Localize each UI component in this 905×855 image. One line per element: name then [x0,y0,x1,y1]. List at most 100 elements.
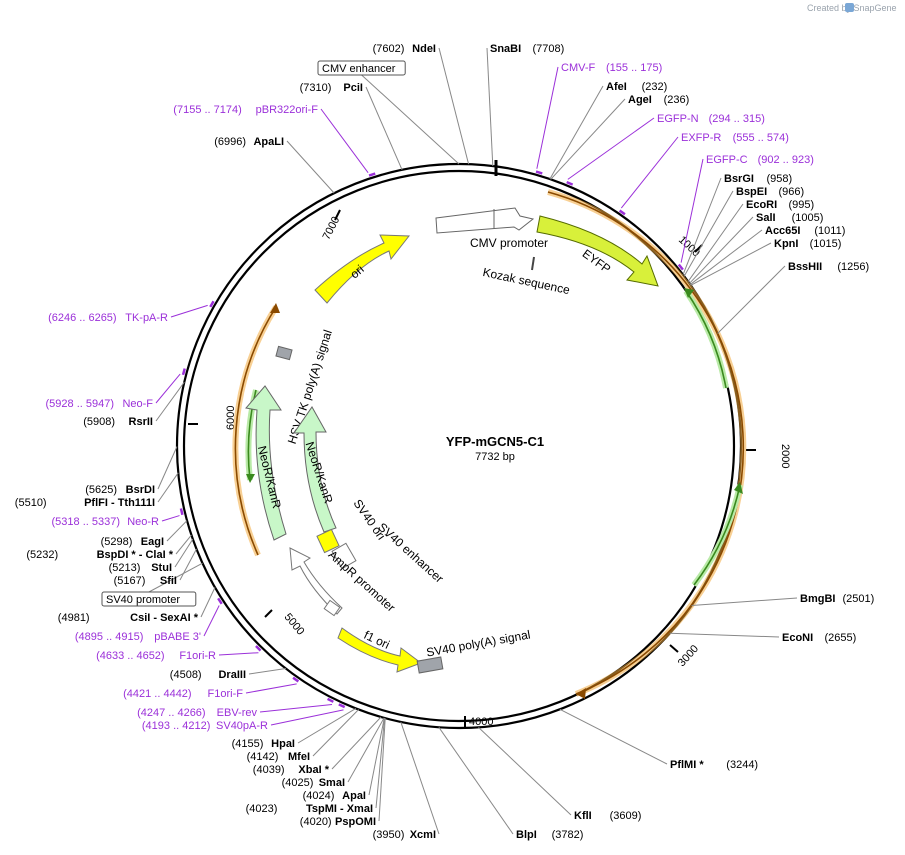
orf-green-3 [247,389,257,481]
neo-f-name: Neo-F [122,398,153,410]
bsrgi-position: (958) [767,173,793,185]
bspdi-position: (5232) [26,549,58,561]
apali-position: (6996) [214,136,246,148]
backbone-inner-ring [182,169,736,723]
draiii-leader [248,668,286,675]
site-bspdi[interactable]: (5232) BspDI * - ClaI * [26,549,173,561]
acc65i-position: (1011) [814,225,845,237]
primer-labels: (155 .. 175)CMV-F(294 .. 315)EGFP-N(555 … [46,62,814,732]
site-rsrii[interactable]: (5908)RsrII [83,416,153,428]
site-bsshii[interactable]: (1256)BssHII [788,261,869,273]
pcii-leader [365,86,403,171]
afei-leader [549,85,604,180]
site-hpai[interactable]: (4155)HpaI [232,738,295,750]
bspdi-name: BspDI * - ClaI * [97,549,174,561]
svg-text:3000: 3000 [676,643,701,669]
neo-r-range: (5318 .. 5337) [52,516,121,528]
egfp-c-marker [677,263,684,271]
restriction-sites: (7602)NdeI (7708)SnaBI CMV enhancer (7310)P… [15,43,874,841]
site-bspei[interactable]: (966)BspEI [736,186,804,198]
site-ecori[interactable]: (995)EcoRI [746,199,814,211]
orf-arc-left-arrowhead [270,303,280,313]
cmv-enhancer-box-leader [361,74,460,165]
primer-f1ori-f[interactable]: (4421 .. 4442)F1ori-F [123,676,300,700]
site-bmgbi[interactable]: (2501)BmgBI [800,593,874,605]
site-xbai[interactable]: (4039)XbaI * [253,764,330,776]
site-eagi[interactable]: (5298)EagI [101,536,164,548]
ecori-position: (995) [789,199,815,211]
site-pflfi[interactable]: (5510)PflFI - Tth111I [15,497,155,509]
site-acc65i[interactable]: (1011) Acc65I [765,225,845,237]
site-mfei[interactable]: (4142)MfeI [247,751,310,763]
site-smai[interactable]: (4025)SmaI [282,777,345,789]
site-ndei[interactable]: (7602)NdeI [373,43,436,55]
primer-pbabe-3[interactable]: (4895 .. 4915)pBABE 3' [75,597,223,643]
primer-exfp-r[interactable]: (555 .. 574)EXFP-R [618,132,789,216]
site-agei[interactable]: (236)AgeI [628,94,689,106]
pbabe-3-name: pBABE 3' [154,631,201,643]
site-xcmi[interactable]: (3950)XcmI [373,829,436,841]
site-csii[interactable]: (4981)CsiI - SexAI * [58,612,199,624]
sv40-promoter-box-label: SV40 promoter [106,594,180,606]
orf-green-1-arrowhead [684,288,694,298]
sv40pa-r-range: (4193 .. 4212) [142,720,211,732]
site-cmv-enhancer-box[interactable]: CMV enhancer [317,60,406,76]
apai-name: ApaI [342,790,366,802]
site-pflmi[interactable]: (3244)PflMI * [670,759,758,771]
feature-ampr-promoter: AmpR promoter [289,547,398,615]
site-sali[interactable]: (1005)SalI [756,212,823,224]
ampr-box [323,599,341,617]
sv40pa-r-leader [270,709,344,726]
sv40-promoter-box-box [101,591,197,607]
primer-ebv-rev[interactable]: (4247 .. 4266)EBV-rev [137,697,334,719]
pflmi-name: PflMI * [670,759,704,771]
site-draiii[interactable]: (4508)DraIII [170,669,246,681]
bsrdi-name: BsrDI [126,484,155,496]
xcmi-name: XcmI [410,829,436,841]
site-sv40-promoter-box[interactable]: SV40 promoter [101,591,197,607]
site-econi[interactable]: (2655)EcoNI [782,632,856,644]
mfei-position: (4142) [247,751,279,763]
site-pspomi[interactable]: (4020)PspOMI [300,816,376,828]
site-stui[interactable]: (5213) StuI [109,562,172,574]
stui-position: (5213) [109,562,141,574]
feature-eyfp: EYFP [536,215,659,287]
f1ori-f-marker [292,676,300,683]
f1ori-f-range: (4421 .. 4442) [123,688,192,700]
svg-text:2000: 2000 [779,444,791,468]
neo-f-marker [181,368,186,376]
acc65i-name: Acc65I [765,225,800,237]
pflfi-position: (5510) [15,497,47,509]
primer-egfp-c[interactable]: (902 .. 923)EGFP-C [677,154,814,271]
site-apai[interactable]: (4024) ApaI [303,790,366,802]
site-kpni[interactable]: (1015)KpnI [774,238,841,250]
orf-green-1 [685,290,727,389]
primer-pbr322ori-f[interactable]: (7155 .. 7174)pBR322ori-F [173,104,376,177]
egfp-c-leader [680,158,704,263]
site-blpi[interactable]: (3782)BlpI [516,829,583,841]
primer-tk-pa-r[interactable]: (6246 .. 6265)TK-pA-R [48,300,215,324]
site-apali[interactable]: (6996)ApaLI [214,136,284,148]
site-sfii[interactable]: (5167)SfiI [114,575,177,587]
primer-neo-f[interactable]: (5928 .. 5947)Neo-F [46,368,186,410]
cmv-f-name: CMV-F [561,62,596,74]
cmv-promoter-label: CMV promoter [470,236,548,250]
site-pcii[interactable]: (7310)PciI [300,82,363,94]
stui-name: StuI [151,562,172,574]
apai-position: (4024) [303,790,335,802]
site-afei[interactable]: (232)AfeI [606,81,667,93]
site-bsrdi[interactable]: (5625)BsrDI [85,484,155,496]
primer-f1ori-r[interactable]: (4633 .. 4652)F1ori-R [96,645,262,662]
sfii-position: (5167) [114,575,146,587]
primer-egfp-n[interactable]: (294 .. 315)EGFP-N [566,113,765,186]
primer-cmv-f[interactable]: (155 .. 175)CMV-F [535,62,662,175]
primer-sv40pa-r[interactable]: (4193 .. 4212)SV40pA-R [142,703,346,732]
site-bsrgi[interactable]: (958)BsrGI [724,173,792,185]
site-snabi[interactable]: (7708)SnaBI [490,43,564,55]
primer-neo-r[interactable]: (5318 .. 5337)Neo-R [52,508,184,528]
csii-name: CsiI - SexAI * [130,612,199,624]
site-kfli[interactable]: (3609)KflI [574,810,641,822]
tick-3000: 3000 [669,643,701,669]
site-tspmi[interactable]: (4023)TspMI - XmaI [246,803,373,815]
